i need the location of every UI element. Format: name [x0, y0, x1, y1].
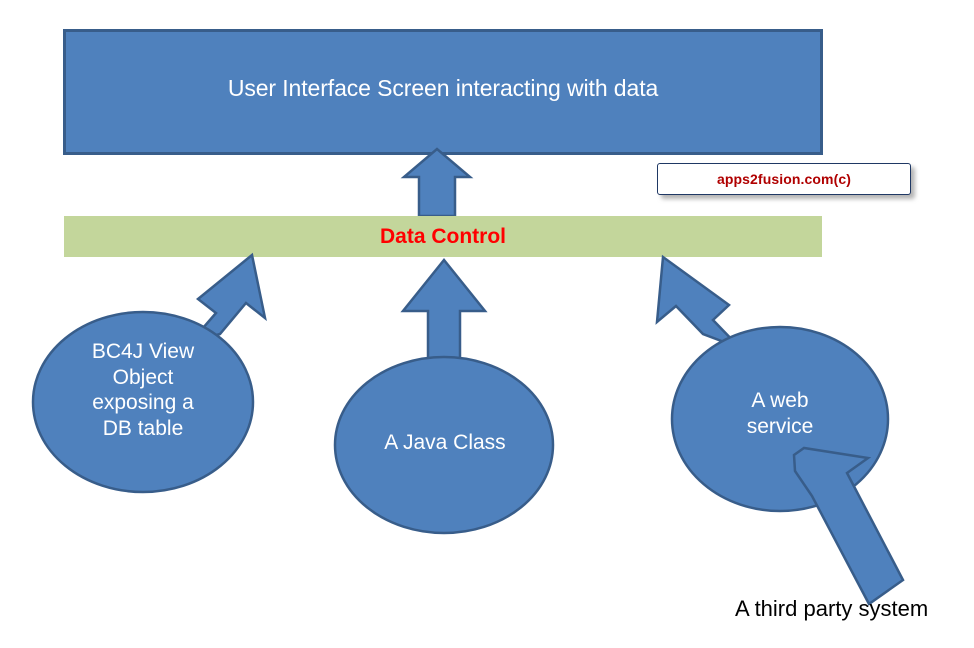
java-class-ellipse[interactable]: [333, 355, 555, 535]
ui-screen-box[interactable]: [63, 29, 823, 155]
arrow-bc4j-to-data-control: [186, 252, 267, 346]
watermark-box: apps2fusion.com(c): [657, 163, 911, 195]
bc4j-ellipse[interactable]: [31, 310, 255, 494]
arrow-webservice-to-data-control: [655, 254, 741, 350]
web-service-ellipse[interactable]: [670, 325, 890, 513]
watermark-text: apps2fusion.com(c): [716, 171, 852, 187]
arrow-data-control-to-ui: [400, 147, 474, 218]
data-control-bar[interactable]: [64, 216, 822, 257]
arrow-third-party-to-web-service: [792, 446, 905, 606]
